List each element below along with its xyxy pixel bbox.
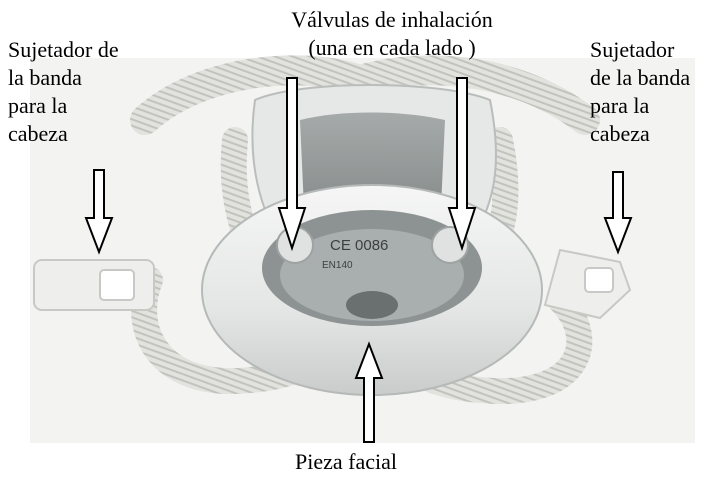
standard-marking: EN140 [322, 260, 353, 271]
left-buckle [34, 260, 154, 310]
label-facepiece: Pieza facial [295, 448, 397, 476]
label-right-head-strap: Sujetador de la banda para la cabeza [590, 36, 690, 148]
label-left-head-strap: Sujetador de la banda para la cabeza [8, 36, 119, 148]
ce-marking: CE 0086 [330, 237, 388, 254]
label-inhalation-valves: Válvulas de inhalación (una en cada lado… [252, 6, 532, 62]
